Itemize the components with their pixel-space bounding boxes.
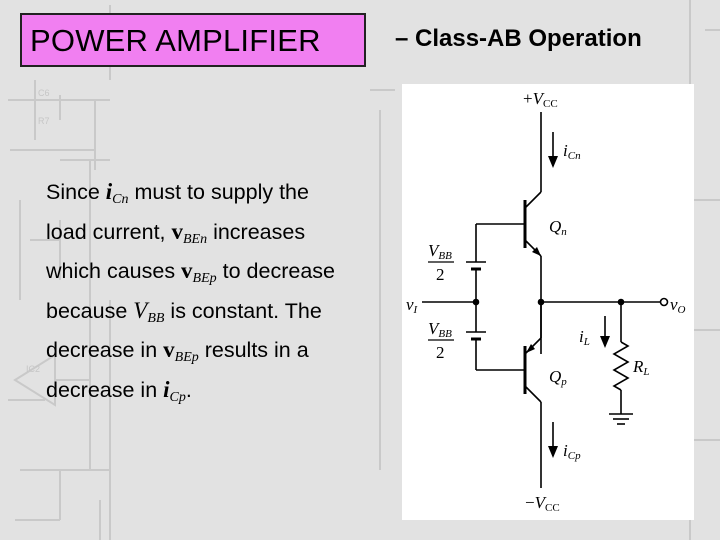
body-text-run: which causes — [46, 259, 182, 283]
label-vbb-bot: VBB — [428, 319, 452, 340]
symbol-sub: BEp — [192, 271, 217, 286]
symbol-main: V — [133, 297, 148, 323]
symbol-main: i — [163, 376, 170, 402]
symbol-vbb: VBB — [133, 297, 165, 326]
body-text-run: decrease in — [46, 377, 164, 402]
page-subtitle: – Class-AB Operation — [395, 25, 642, 52]
qn-emitter-arrow — [532, 247, 541, 256]
symbol-icp: iCp — [163, 376, 186, 405]
arrow-head-icp — [548, 446, 558, 458]
label-qn: Qn — [549, 217, 567, 238]
body-line-6: decrease in iCp. — [46, 374, 386, 414]
label-vcc-pos: +VCC — [523, 89, 558, 110]
bg-label: R7 — [38, 116, 50, 126]
body-text-run: is constant. The — [164, 298, 322, 323]
symbol-main: i — [105, 179, 113, 204]
body-paragraph: Since iCn must to supply the load curren… — [46, 176, 386, 413]
arrow-head-icn — [548, 156, 558, 168]
body-text-run: results in a — [198, 338, 309, 362]
label-icn: iCn — [563, 141, 581, 162]
junction-input — [472, 298, 480, 306]
body-text-run: must to supply the — [128, 180, 309, 204]
label-il: iL — [579, 327, 590, 348]
body-text-run: because — [46, 298, 134, 323]
arrow-head-il — [600, 336, 610, 348]
bg-label: C6 — [38, 88, 50, 98]
bg-label: IC2 — [26, 364, 40, 374]
symbol-sub: Cp — [169, 389, 186, 405]
page-title: POWER AMPLIFIER — [30, 23, 321, 58]
body-line-2: load current, vBEn increases — [46, 216, 386, 256]
body-line-5: decrease in vBEp results in a — [46, 334, 386, 374]
symbol-sub: BEp — [174, 350, 199, 365]
label-icp: iCp — [563, 441, 581, 462]
body-line-1: Since iCn must to supply the — [46, 176, 386, 216]
label-vbb-top-den: 2 — [436, 265, 445, 284]
symbol-sub: Cn — [112, 192, 129, 207]
output-terminal — [659, 297, 669, 307]
circuit-diagram: +VCC iCn Qn VBB 2 vI vO VBB 2 iL RL Qp i… — [402, 84, 694, 520]
symbol-vben: vBEn — [171, 218, 208, 247]
label-qp: Qp — [549, 367, 567, 388]
label-vi: vI — [406, 295, 419, 316]
symbol-vbep: vBEp — [163, 337, 199, 365]
body-line-4: because VBB is constant. The — [46, 295, 386, 335]
circuit-svg: +VCC iCn Qn VBB 2 vI vO VBB 2 iL RL Qp i… — [406, 89, 686, 514]
symbol-main: v — [171, 218, 183, 244]
body-text-run: decrease in — [46, 338, 164, 362]
label-vcc-neg: −VCC — [525, 493, 560, 514]
label-vbb-top: VBB — [428, 241, 452, 262]
symbol-vbep: vBEp — [181, 258, 217, 286]
body-text-run: load current, — [46, 219, 172, 244]
symbol-sub: BEn — [182, 231, 208, 247]
body-text-run: to decrease — [216, 259, 335, 283]
qp-emitter-arrow — [526, 344, 535, 353]
resistor-rl — [612, 341, 630, 391]
title-box: POWER AMPLIFIER — [20, 13, 366, 67]
symbol-sub: BB — [147, 310, 165, 326]
junction-emitters — [537, 298, 545, 306]
symbol-main: v — [163, 337, 175, 362]
body-text-run: increases — [207, 219, 306, 244]
symbol-icn: iCn — [105, 179, 129, 207]
label-rl: RL — [632, 357, 650, 378]
body-text-run: Since — [46, 180, 106, 204]
symbol-main: v — [181, 258, 193, 283]
label-vbb-bot-den: 2 — [436, 343, 445, 362]
body-line-3: which causes vBEp to decrease — [46, 255, 386, 295]
qp-collector — [524, 385, 542, 403]
qn-collector — [524, 191, 542, 209]
body-text-run: . — [185, 377, 192, 402]
label-vo: vO — [670, 295, 686, 316]
